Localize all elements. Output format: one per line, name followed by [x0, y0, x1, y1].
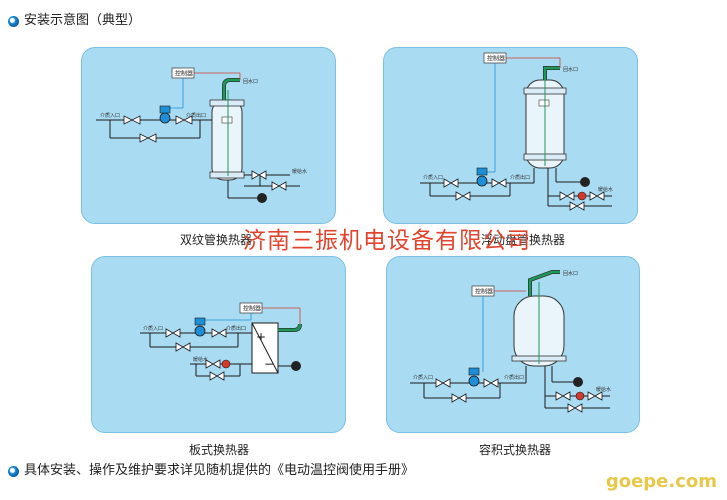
bullet-icon: [8, 15, 19, 27]
panel2-outlet-label: 介质出口: [510, 174, 530, 181]
panel4-inlet-label: 介质入口: [413, 374, 433, 381]
footer-note: 具体安装、操作及维护要求详见随机提供的《电动温控阀使用手册》: [8, 463, 414, 479]
panel4-controller-label: 控制器: [475, 288, 493, 296]
panel4-outlet-label: 介质出口: [504, 374, 524, 381]
panel1-inlet-label: 介质入口: [100, 112, 120, 119]
panel1-supply-label: 暖给水: [292, 168, 307, 175]
panel3-controller-label: 控制器: [243, 305, 261, 313]
caption-plate: 板式换热器: [189, 443, 250, 457]
panel2-supply-label: 暖给水: [598, 186, 613, 193]
panel3-inlet-label: 介质入口: [143, 325, 163, 332]
bullet-icon: [8, 465, 19, 477]
panel1-outlet-label: 介质出口: [186, 112, 206, 119]
caption-double-tube: 双纹管换热器: [180, 233, 253, 247]
panel3-supply-label: 暖给水: [193, 356, 208, 363]
panel-plate: [91, 256, 346, 433]
footer-text: 具体安装、操作及维护要求详见随机提供的《电动温控阀使用手册》: [24, 463, 415, 478]
panel2-inlet-label: 介质入口: [423, 174, 443, 181]
section-heading: 安装示意图（典型）: [8, 13, 141, 29]
panel3-outlet-label: 介质出口: [226, 325, 246, 332]
caption-volumetric: 容积式换热器: [479, 443, 552, 457]
caption-floating-coil: 浮动盘管换热器: [481, 233, 566, 247]
panel-double-tube: [81, 47, 336, 224]
panel1-controller-label: 控制器: [175, 70, 193, 78]
panel-volumetric: [386, 256, 640, 433]
panel1-return-label: 回水口: [243, 78, 258, 85]
panel4-return-label: 回水口: [563, 270, 578, 277]
svg-text:+: +: [256, 330, 266, 344]
panel4-supply-label: 暖给水: [596, 386, 611, 393]
panel2-return-label: 回水口: [563, 66, 578, 73]
company-watermark: 济南三振机电设备有限公司: [243, 228, 531, 254]
svg-text:−: −: [264, 357, 274, 371]
section-title: 安装示意图（典型）: [24, 13, 142, 28]
site-watermark: goepe.com: [605, 471, 717, 492]
panel2-controller-label: 控制器: [487, 55, 505, 63]
